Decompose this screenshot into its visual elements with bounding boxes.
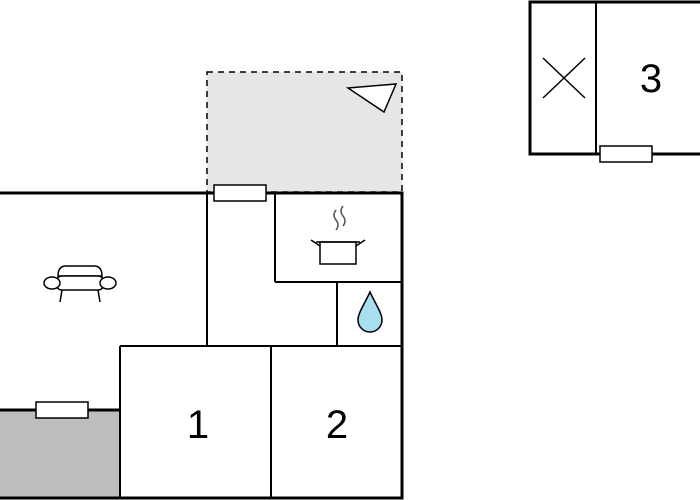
room-number-2: 2: [326, 403, 348, 447]
room-number-3: 3: [640, 57, 662, 101]
cooking-pot-icon: [310, 205, 366, 265]
window-patio-door: [35, 401, 89, 419]
window-terrace-door: [213, 184, 267, 202]
patio-area: [0, 410, 120, 498]
north-arrow-icon: [345, 83, 398, 114]
room-number-1: 1: [187, 403, 209, 447]
interior-walls: [119, 193, 402, 498]
water-drop-icon: [357, 290, 383, 333]
window-annex: [599, 145, 653, 163]
annex-wall: [528, 0, 700, 156]
sofa-icon: [43, 265, 117, 303]
cross-mark-icon: [542, 57, 586, 99]
